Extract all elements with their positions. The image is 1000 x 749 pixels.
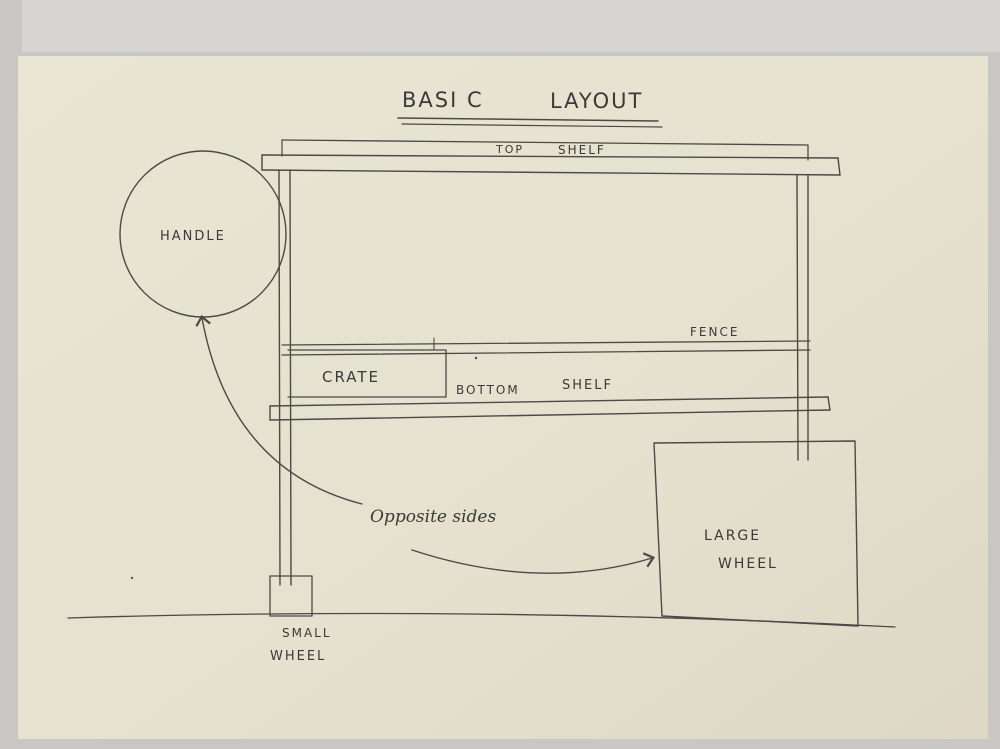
sketch-paper xyxy=(18,56,988,739)
arrow-to-handle xyxy=(195,314,363,505)
small-wheel-label-2: WHEEL xyxy=(270,649,326,664)
bottom-shelf: BOTTOM SHELF xyxy=(269,356,831,421)
diagram-title: BASI C LAYOUT xyxy=(397,88,663,128)
large-wheel: LARGE WHEEL xyxy=(653,440,859,627)
bottom-shelf-label-1: BOTTOM xyxy=(456,383,520,397)
crate: CRATE xyxy=(287,337,447,398)
bottom-shelf-label-2: SHELF xyxy=(562,378,613,393)
small-wheel: SMALL WHEEL xyxy=(269,575,332,664)
fence-label: FENCE xyxy=(690,325,739,339)
left-post xyxy=(278,169,292,586)
crate-label: CRATE xyxy=(322,368,380,386)
arrow-to-large-wheel xyxy=(411,549,656,574)
handle-label: HANDLE xyxy=(160,229,226,244)
ground-line xyxy=(67,612,896,628)
large-wheel-label-2: WHEEL xyxy=(718,556,778,572)
top-shelf-label-1: TOP xyxy=(495,143,524,156)
top-shelf-label-2: SHELF xyxy=(558,143,606,157)
title-underline-2 xyxy=(401,123,663,128)
previous-page-edge xyxy=(22,0,1000,52)
large-wheel-label-1: LARGE xyxy=(704,528,761,544)
small-wheel-label-1: SMALL xyxy=(282,626,332,640)
title-word-basic: BASI C xyxy=(402,88,484,112)
fence: FENCE xyxy=(281,325,811,356)
title-word-layout: LAYOUT xyxy=(550,89,643,113)
opposite-sides-annotation: Opposite sides xyxy=(195,314,656,574)
right-post xyxy=(796,174,809,461)
top-shelf: TOP SHELF xyxy=(261,139,841,176)
pencil-speck xyxy=(130,576,134,580)
annotation-label: Opposite sides xyxy=(370,507,496,527)
title-underline-1 xyxy=(397,117,659,122)
